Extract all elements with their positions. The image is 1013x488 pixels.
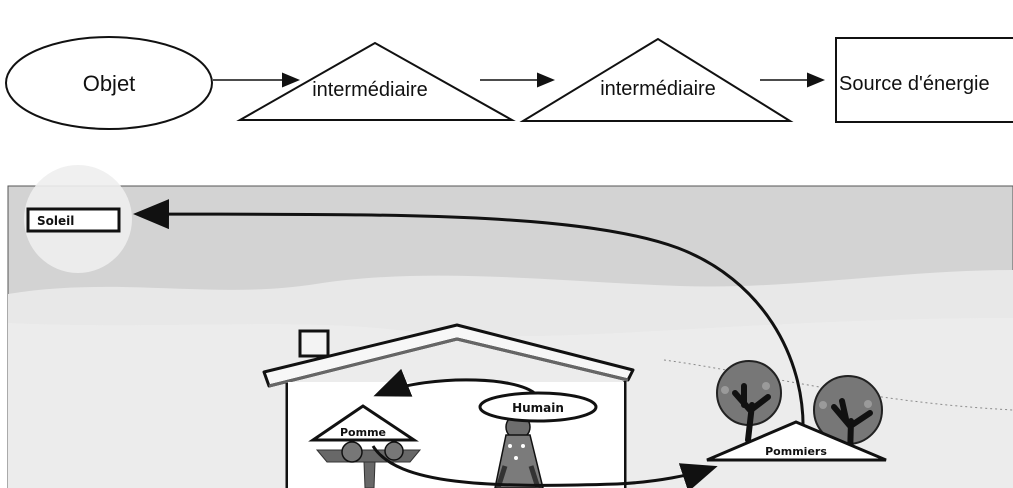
sun-label: Soleil — [37, 214, 74, 228]
human-label: Humain — [512, 401, 564, 415]
hill-contour-line — [663, 359, 1013, 411]
apple-label-triangle — [308, 404, 419, 442]
apple-trees-label-triangle — [706, 420, 887, 462]
human-label-oval — [478, 391, 598, 423]
sun-label-box — [26, 207, 121, 233]
house-chimney — [298, 329, 330, 358]
arrow-trees-to-sun — [133, 199, 805, 436]
house-walls — [285, 381, 627, 488]
intermediate-node-1 — [236, 41, 516, 121]
apple-label: Pomme — [340, 426, 386, 439]
apple-tree-right — [813, 375, 883, 459]
apple-energy-scene: Soleil Humain Pomme Pommiers — [7, 165, 1013, 488]
energy-source-node — [835, 37, 1013, 123]
house-roof-dark-edge — [268, 337, 629, 388]
intermediate-label-1: intermédiaire — [312, 79, 428, 101]
object-node — [5, 36, 213, 130]
top-energy-chain: Objet intermédiaire intermédiaire Source… — [5, 36, 1013, 130]
intermediate-node-2 — [519, 37, 794, 122]
intermediate-label-2: intermédiaire — [600, 78, 716, 100]
apple-left — [341, 441, 363, 463]
energy-source-label: Source d'énergie — [839, 73, 990, 95]
apple-trees-label: Pommiers — [765, 445, 827, 458]
object-label: Objet — [83, 71, 136, 96]
apple-tree-left — [716, 360, 782, 443]
arrow-apple-to-trees — [371, 445, 718, 488]
apple-right — [384, 441, 404, 461]
